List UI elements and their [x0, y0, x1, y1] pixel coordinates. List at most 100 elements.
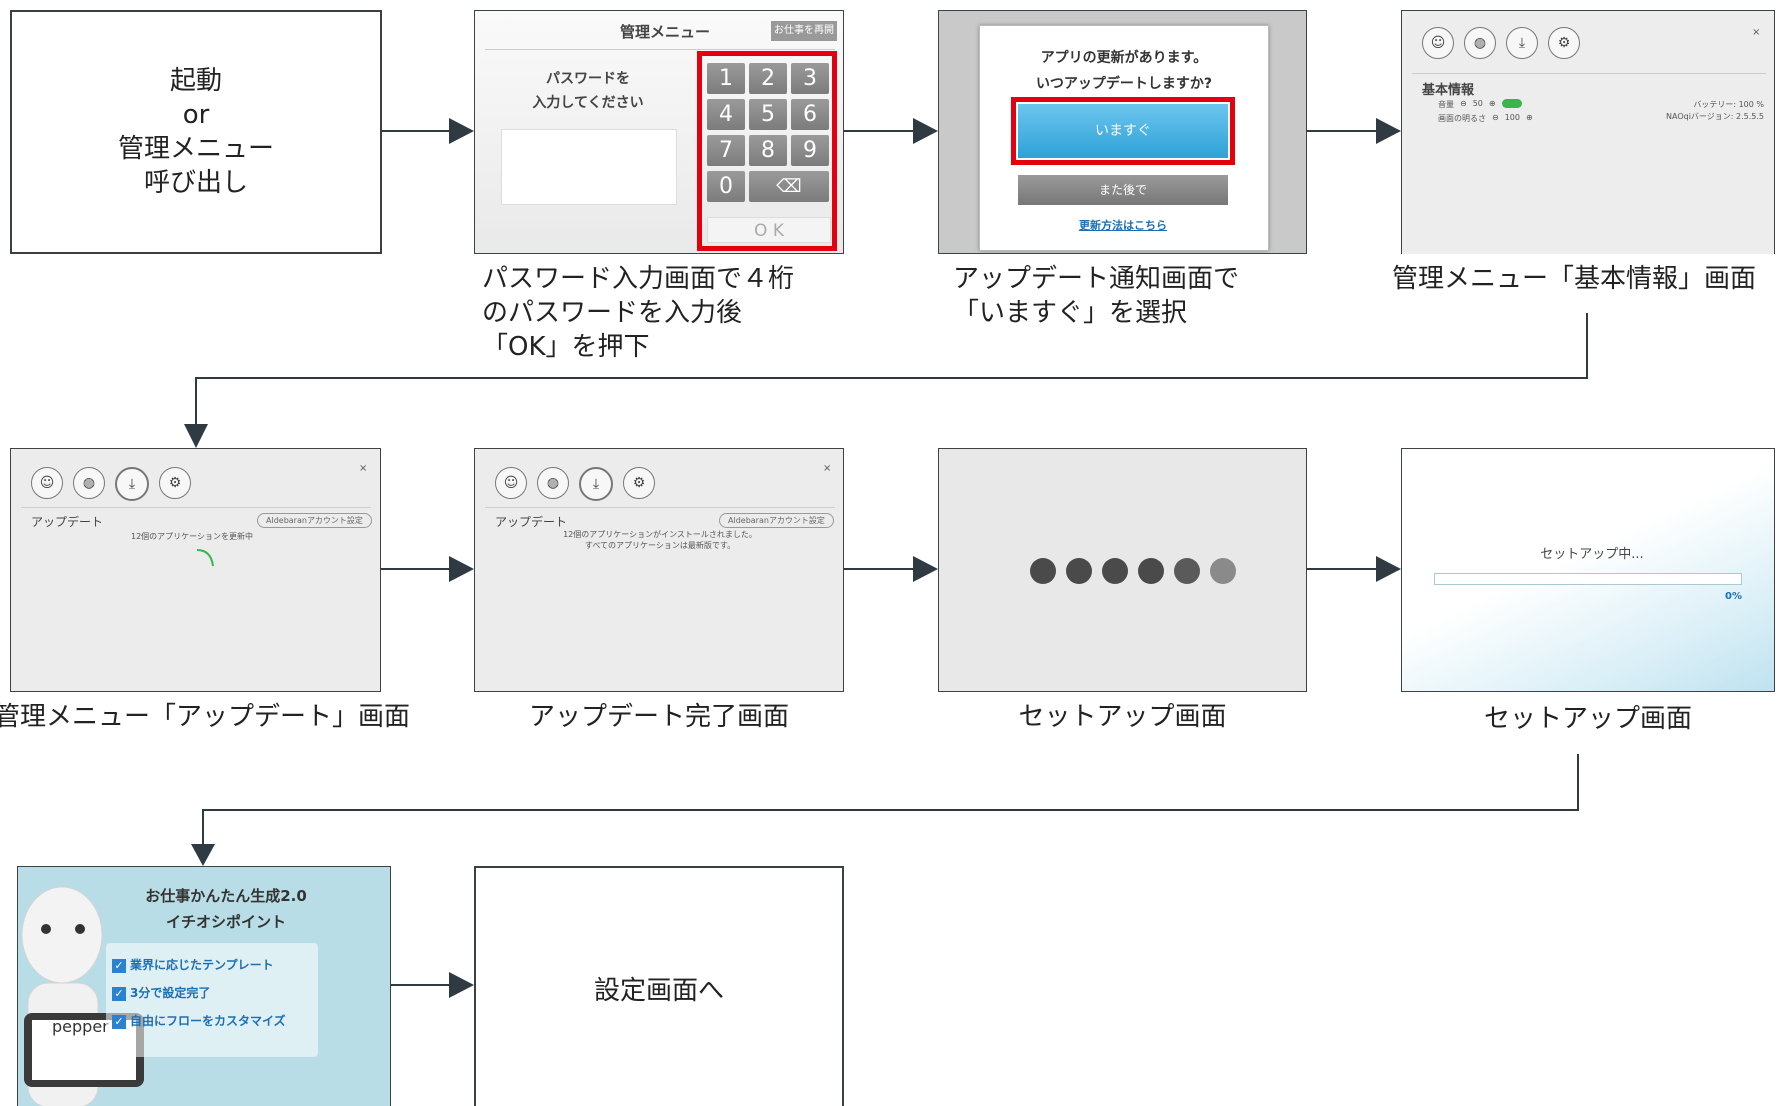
checkbox-icon: ✓: [112, 986, 126, 1001]
ok-button[interactable]: O K: [707, 217, 831, 243]
key-0[interactable]: 0: [707, 171, 745, 202]
brightness-plus-icon[interactable]: ⊕: [1525, 113, 1533, 122]
start-line-4: 呼び出し: [143, 168, 248, 198]
setup-title: セットアップ中...: [1540, 547, 1644, 562]
download-icon[interactable]: ⤓: [115, 467, 149, 501]
done-status: 12個のアプリケーションがインストールされました。 すべてのアプリケーションは最…: [555, 529, 765, 551]
loading-dot: [1030, 558, 1056, 584]
volume-minus-icon[interactable]: ⊖: [1460, 99, 1467, 108]
download-icon[interactable]: ⤓: [1506, 27, 1538, 59]
promo-point: ✓業界に応じたテンプレート: [112, 951, 312, 979]
arrow-7: [1376, 556, 1401, 582]
download-icon[interactable]: ⤓: [579, 467, 613, 501]
setup-caption: セットアップ画面: [1483, 704, 1692, 734]
loading-screen: [938, 448, 1307, 692]
promo-point-label: 自由にフローをカスタマイズ: [130, 1014, 286, 1028]
checkbox-icon: ✓: [112, 1014, 126, 1029]
account-settings-button[interactable]: Aldebaranアカウント設定: [719, 513, 834, 528]
start-box: 起動 or 管理メニュー 呼び出し: [10, 10, 382, 254]
key-5[interactable]: 5: [749, 99, 787, 130]
key-6[interactable]: 6: [791, 99, 829, 130]
close-icon[interactable]: ×: [1752, 27, 1761, 38]
key-1[interactable]: 1: [707, 63, 745, 94]
later-button[interactable]: また後で: [1018, 175, 1228, 205]
end-box: 設定画面へ: [474, 866, 844, 1106]
howto-link[interactable]: 更新方法はこちら: [1079, 219, 1167, 232]
key-2[interactable]: 2: [749, 63, 787, 94]
promo-title: お仕事かんたん生成2.0 イチオシポイント: [108, 883, 344, 935]
update-done-caption: アップデート完了画面: [528, 702, 789, 732]
arrow-1: [449, 118, 474, 144]
gear-icon[interactable]: ⚙: [159, 467, 191, 499]
account-settings-button[interactable]: Aldebaranアカウント設定: [257, 513, 372, 528]
now-highlight: [1011, 97, 1235, 165]
backspace-key[interactable]: ⌫: [749, 171, 829, 202]
key-9[interactable]: 9: [791, 135, 829, 166]
updating-screen: ☺ ◍ ⤓ ⚙ × アップデート Aldebaranアカウント設定 12個のアプ…: [10, 448, 381, 692]
updating-divider: [21, 507, 371, 508]
password-screen: 管理メニュー お仕事を再開 パスワードを 入力してください 1 2 3 4 5 …: [474, 10, 844, 254]
prompt-line-2: 入力してください: [532, 95, 644, 111]
promo-points: ✓業界に応じたテンプレート ✓3分で設定完了 ✓自由にフローをカスタマイズ: [106, 943, 318, 1057]
globe-icon[interactable]: ◍: [73, 467, 105, 499]
setup-screen: セットアップ中... 0%: [1401, 448, 1775, 692]
basic-info-caption: 管理メニュー「基本情報」画面: [1392, 264, 1757, 294]
notice-line-1: アプリの更新があります。: [1040, 50, 1208, 66]
arrow-2: [913, 118, 938, 144]
done-title: アップデート: [495, 515, 568, 529]
globe-icon[interactable]: ◍: [537, 467, 569, 499]
brightness-value: 100: [1504, 113, 1520, 122]
gear-icon[interactable]: ⚙: [623, 467, 655, 499]
section-divider: [1412, 73, 1766, 74]
password-input[interactable]: [501, 129, 677, 205]
promo-title-line-2: イチオシポイント: [165, 913, 286, 931]
start-line-1: 起動: [169, 66, 222, 96]
password-title: 管理メニュー: [619, 23, 710, 41]
robot-icon[interactable]: ☺: [495, 467, 527, 499]
promo-point: ✓ 自由にフローをカスタマイズ: [112, 1007, 312, 1035]
brightness-minus-icon[interactable]: ⊖: [1492, 113, 1499, 122]
done-status-line-1: 12個のアプリケーションがインストールされました。: [563, 530, 757, 539]
done-status-line-2: すべてのアプリケーションは最新版です。: [584, 541, 736, 550]
done-tab-icons: ☺ ◍ ⤓ ⚙: [495, 467, 655, 501]
basic-info-screen: ☺ ◍ ⤓ ⚙ × 基本情報 音量 ⊖ 50 ⊕ 画面の明るさ ⊖ 100 ⊕ …: [1401, 10, 1775, 254]
header-divider: [485, 49, 835, 50]
brightness-label: 画面の明るさ: [1438, 114, 1486, 123]
checkbox-icon: ✓: [112, 958, 126, 973]
loading-dots: [1030, 558, 1236, 584]
globe-icon[interactable]: ◍: [1464, 27, 1496, 59]
volume-value: 50: [1472, 99, 1483, 108]
battery-status: バッテリー: 100 %: [1693, 100, 1764, 109]
brightness-row: 画面の明るさ ⊖ 100 ⊕: [1438, 113, 1533, 124]
loading-spinner: [196, 549, 214, 567]
basic-info-title: 基本情報: [1422, 83, 1475, 98]
volume-row: 音量 ⊖ 50 ⊕: [1438, 99, 1522, 110]
end-box-label: 設定画面へ: [593, 976, 724, 1006]
updating-title: アップデート: [31, 515, 104, 529]
updating-status: 12個のアプリケーションを更新中: [131, 532, 254, 541]
key-3[interactable]: 3: [791, 63, 829, 94]
key-4[interactable]: 4: [707, 99, 745, 130]
robot-icon[interactable]: ☺: [31, 467, 63, 499]
close-icon[interactable]: ×: [359, 463, 368, 474]
arrow-9: [449, 972, 474, 998]
toggle-switch[interactable]: [1501, 99, 1522, 108]
update-now-button[interactable]: いますぐ: [1018, 104, 1228, 158]
keypad: 1 2 3 4 5 6 7 8 9 0 ⌫: [707, 63, 831, 202]
close-icon[interactable]: ×: [823, 463, 832, 474]
setup-progress-label: 0%: [1725, 591, 1742, 602]
prompt-line-1: パスワードを: [546, 71, 630, 87]
volume-plus-icon[interactable]: ⊕: [1488, 99, 1496, 108]
start-line-2: or: [182, 100, 210, 130]
resume-button[interactable]: お仕事を再開: [771, 21, 837, 41]
password-caption: パスワード入力画面で４桁 のパスワードを入力後 「OK」を押下: [482, 264, 795, 362]
key-8[interactable]: 8: [749, 135, 787, 166]
notice-message: アプリの更新があります。 いつアップデートしますか?: [979, 45, 1269, 97]
password-prompt: パスワードを 入力してください: [503, 67, 673, 115]
gear-icon[interactable]: ⚙: [1548, 27, 1580, 59]
key-7[interactable]: 7: [707, 135, 745, 166]
tablet-logo: pepper: [52, 1017, 109, 1036]
update-done-screen: ☺ ◍ ⤓ ⚙ × アップデート Aldebaranアカウント設定 12個のアプ…: [474, 448, 844, 692]
robot-icon[interactable]: ☺: [1422, 27, 1454, 59]
